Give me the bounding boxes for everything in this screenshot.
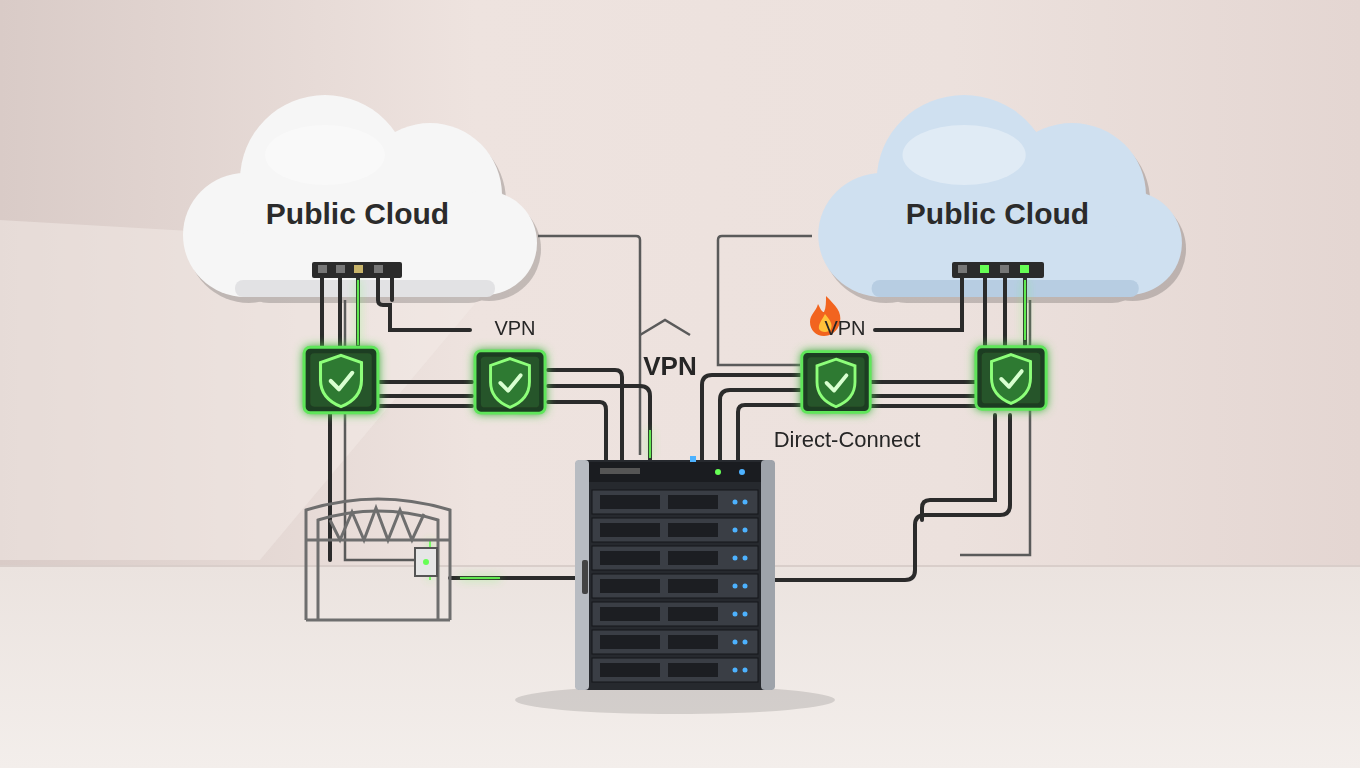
connection-label: VPN — [643, 351, 696, 382]
security-shield — [304, 347, 1046, 413]
cloud-title: Public Cloud — [810, 197, 1185, 231]
outline-wire — [345, 236, 1030, 560]
connection-label: Direct-Connect — [774, 427, 921, 453]
cloud-title: Public Cloud — [175, 197, 540, 231]
cable — [322, 275, 1025, 580]
gate-icon — [306, 499, 450, 620]
port-strip — [312, 262, 1044, 278]
connection-label: VPN — [824, 317, 865, 340]
signal-glow — [358, 280, 1025, 580]
server-rack — [575, 456, 775, 690]
connection-label: VPN — [494, 317, 535, 340]
